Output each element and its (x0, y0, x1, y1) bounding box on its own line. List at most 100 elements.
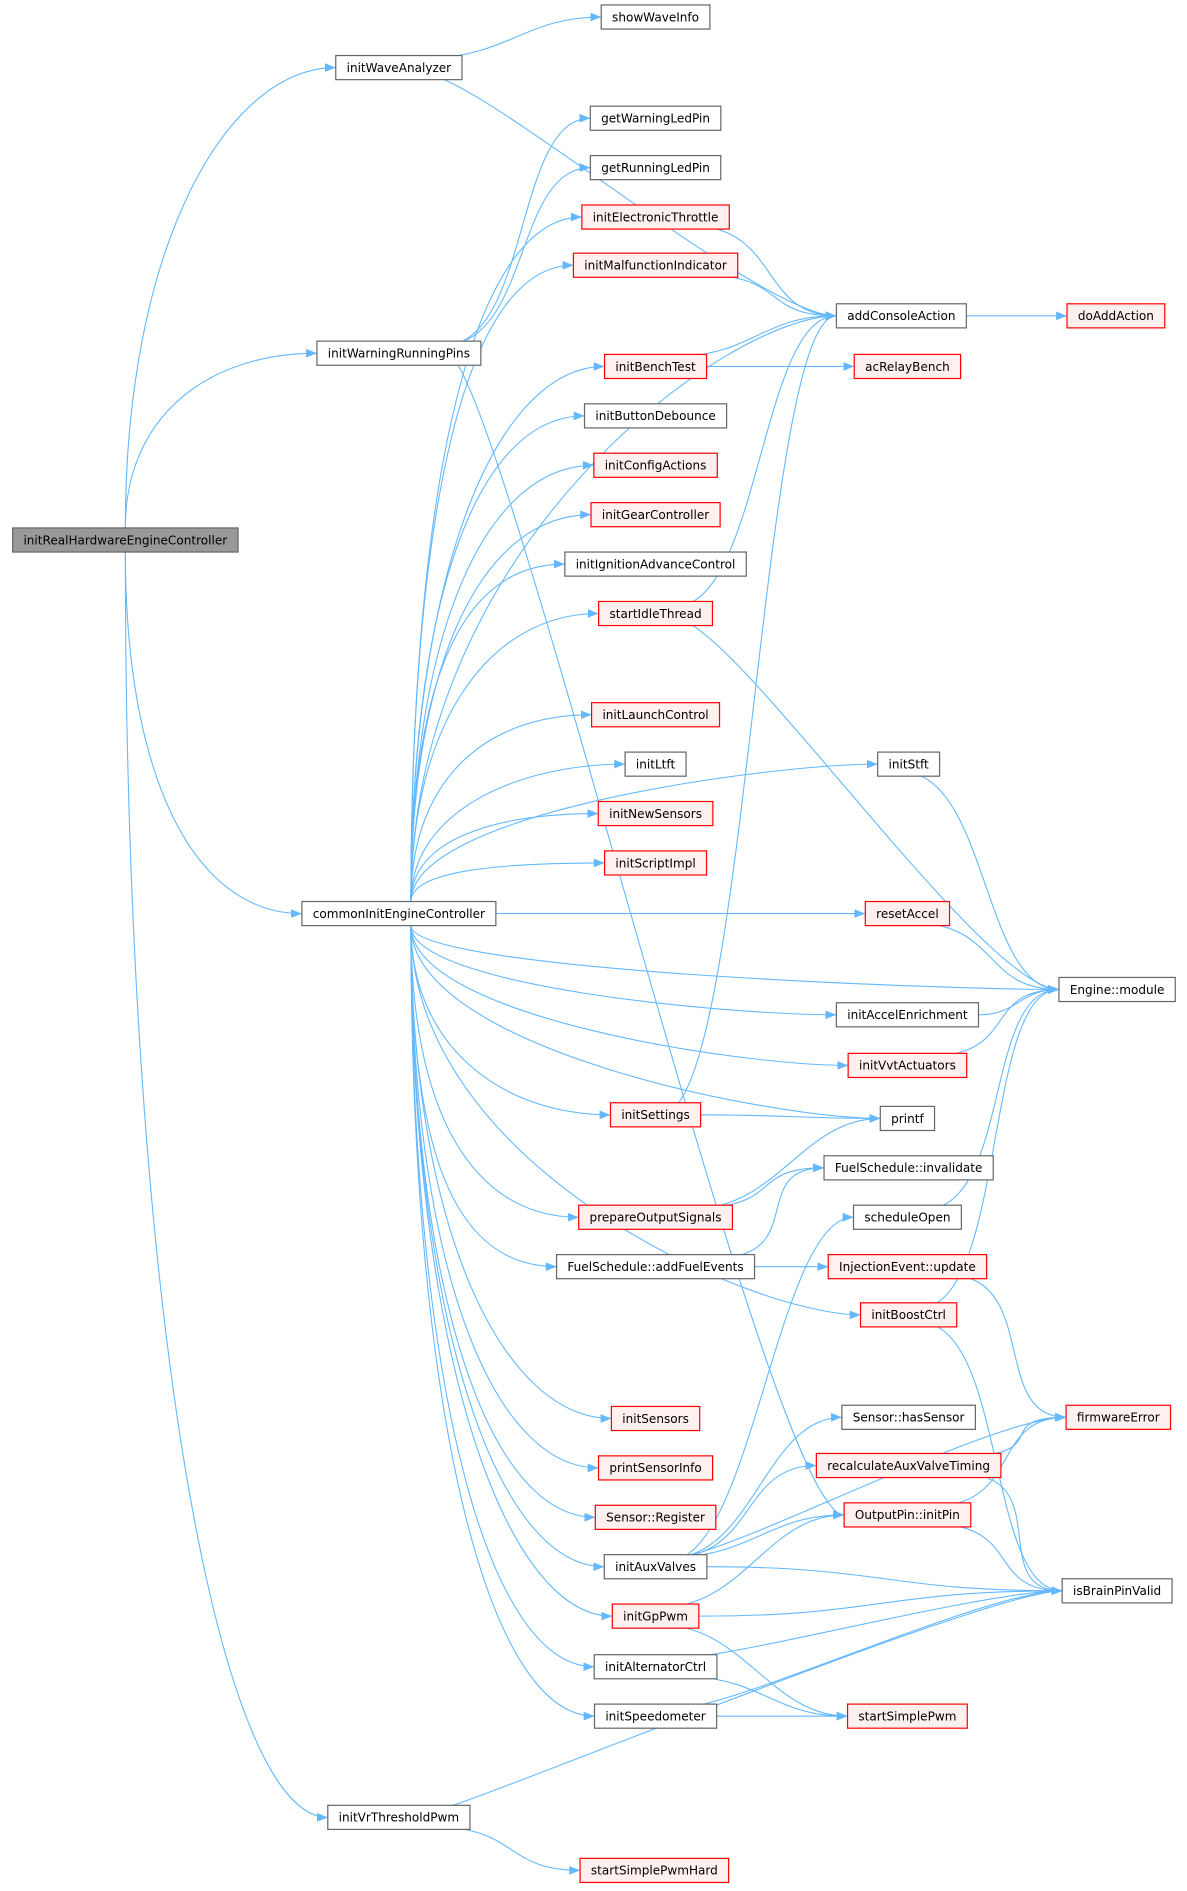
node-get-running-led-pin[interactable]: getRunningLedPin (589, 154, 722, 181)
nodes-layer: initRealHardwareEngineController initWave… (12, 4, 1176, 1884)
node-init-ltft[interactable]: initLtft (624, 751, 687, 777)
node-label: resetAccel (876, 907, 939, 921)
edge-init-gp-pwm-to-start-simple-pwm (674, 1625, 848, 1721)
node-box (581, 204, 730, 230)
node-box (578, 1204, 734, 1230)
node-label: acRelayBench (865, 360, 950, 374)
edge-schedule-open-to-engine-module (937, 985, 1059, 1209)
node-init-vvt-actuators[interactable]: initVvtActuators (847, 1052, 968, 1079)
node-start-simple-pwm[interactable]: startSimplePwm (846, 1703, 968, 1729)
node-output-pin-init-pin[interactable]: OutputPin::initPin (843, 1502, 972, 1528)
edge-init-bench-test-to-add-console-action (682, 311, 837, 358)
node-init-button-debounce[interactable]: initButtonDebounce (583, 403, 728, 429)
edge-common-init-engine-controller-to-init-gp-pwm (410, 925, 613, 1621)
node-init-accel-enrichment[interactable]: initAccelEnrichment (835, 1002, 980, 1028)
node-prepare-output-signals[interactable]: prepareOutputSignals (578, 1204, 734, 1230)
node-box (590, 702, 721, 728)
node-box (611, 1603, 700, 1629)
edge-prepare-output-signals-to-fuel-schedule-invalidate (708, 1163, 825, 1209)
node-label: initIgnitionAdvanceControl (576, 557, 736, 571)
node-label: initSettings (621, 1108, 689, 1122)
node-add-console-action[interactable]: addConsoleAction (835, 303, 967, 329)
node-box (827, 1253, 988, 1280)
node-init-wave-analyzer[interactable]: initWaveAnalyzer (335, 54, 463, 81)
node-box (598, 600, 714, 627)
node-init-vr-threshold-pwm[interactable]: initVrThresholdPwm (327, 1804, 471, 1831)
edge-common-init-engine-controller-to-init-ltft (410, 759, 626, 902)
node-label: Engine::module (1070, 983, 1165, 997)
node-label: recalculateAuxValveTiming (827, 1459, 990, 1473)
node-firmware-error[interactable]: firmwareError (1065, 1404, 1172, 1430)
node-init-warning-running-pins[interactable]: initWarningRunningPins (316, 340, 482, 366)
node-box (603, 1554, 708, 1580)
node-label: initWaveAnalyzer (347, 61, 452, 75)
node-init-boost-ctrl[interactable]: initBoostCtrl (859, 1302, 958, 1328)
node-init-config-actions[interactable]: initConfigActions (593, 452, 718, 478)
edge-init-real-hardware-engine-controller-to-init-vr-threshold-pwm (124, 552, 328, 1822)
node-label: initVrThresholdPwm (339, 1811, 459, 1825)
node-init-launch-control[interactable]: initLaunchControl (590, 702, 721, 728)
node-box (593, 1703, 718, 1729)
node-box (1065, 1404, 1172, 1430)
node-init-ignition-advance-control[interactable]: initIgnitionAdvanceControl (564, 551, 747, 577)
node-fuel-schedule-add-fuel-events[interactable]: FuelSchedule::addFuelEvents (555, 1253, 756, 1280)
node-init-new-sensors[interactable]: initNewSensors (597, 800, 714, 827)
edge-init-real-hardware-engine-controller-to-init-warning-running-pins (124, 348, 317, 528)
node-label: initMalfunctionIndicator (584, 259, 727, 273)
node-box (846, 1703, 968, 1729)
node-label: initRealHardwareEngineController (23, 533, 227, 547)
node-label: FuelSchedule::invalidate (835, 1161, 983, 1175)
node-fuel-schedule-invalidate[interactable]: FuelSchedule::invalidate (823, 1155, 994, 1181)
node-init-sensors[interactable]: initSensors (610, 1405, 701, 1432)
node-reset-accel[interactable]: resetAccel (864, 900, 951, 927)
node-init-electronic-throttle[interactable]: initElectronicThrottle (581, 204, 730, 230)
node-start-simple-pwm-hard[interactable]: startSimplePwmHard (579, 1857, 730, 1884)
node-init-settings[interactable]: initSettings (609, 1102, 702, 1128)
node-init-aux-valves[interactable]: initAuxValves (603, 1554, 708, 1580)
node-label: initAccelEnrichment (847, 1008, 968, 1022)
node-label: FuelSchedule::addFuelEvents (567, 1260, 743, 1274)
node-box (572, 252, 739, 278)
node-is-brain-pin-valid[interactable]: isBrainPinValid (1061, 1578, 1173, 1604)
edge-common-init-engine-controller-to-init-gear-controller (410, 510, 592, 902)
node-init-speedometer[interactable]: initSpeedometer (593, 1703, 718, 1729)
node-start-idle-thread[interactable]: startIdleThread (598, 600, 714, 627)
node-box (594, 1504, 717, 1530)
edge-common-init-engine-controller-to-init-stft (410, 759, 878, 902)
node-ac-relay-bench[interactable]: acRelayBench (853, 353, 962, 380)
node-init-stft[interactable]: initStft (877, 751, 941, 777)
node-init-script-impl[interactable]: initScriptImpl (603, 850, 708, 876)
node-init-gp-pwm[interactable]: initGpPwm (611, 1603, 700, 1629)
node-show-wave-info[interactable]: showWaveInfo (600, 4, 711, 30)
node-engine-module[interactable]: Engine::module (1058, 976, 1176, 1003)
edge-fuel-schedule-add-fuel-events-to-fuel-schedule-invalidate (730, 1163, 825, 1258)
node-box (853, 353, 962, 380)
node-injection-event-update[interactable]: InjectionEvent::update (827, 1253, 988, 1280)
node-sensor-has-sensor[interactable]: Sensor::hasSensor (841, 1404, 976, 1430)
node-schedule-open[interactable]: scheduleOpen (852, 1204, 962, 1230)
node-init-malfunction-indicator[interactable]: initMalfunctionIndicator (572, 252, 739, 278)
node-init-bench-test[interactable]: initBenchTest (603, 353, 708, 380)
node-box (603, 850, 708, 876)
node-box (879, 1105, 936, 1132)
node-common-init-engine-controller[interactable]: commonInitEngineController (301, 900, 497, 927)
node-label: initStft (889, 757, 929, 771)
node-printf[interactable]: printf (879, 1105, 936, 1132)
node-print-sensor-info[interactable]: printSensorInfo (597, 1455, 714, 1481)
node-box (327, 1804, 471, 1831)
node-get-warning-led-pin[interactable]: getWarningLedPin (589, 105, 722, 131)
node-init-alternator-ctrl[interactable]: initAlternatorCtrl (593, 1654, 718, 1680)
node-label: initGearController (602, 508, 709, 522)
node-label: commonInitEngineController (313, 907, 485, 921)
node-box (609, 1102, 702, 1128)
edge-init-accel-enrichment-to-engine-module (978, 985, 1059, 1016)
node-do-add-action[interactable]: doAddAction (1066, 303, 1166, 329)
node-init-real-hardware-engine-controller[interactable]: initRealHardwareEngineController (12, 527, 239, 553)
node-label: getWarningLedPin (601, 112, 710, 126)
node-init-gear-controller[interactable]: initGearController (590, 502, 721, 528)
node-recalculate-aux-valve-timing[interactable]: recalculateAuxValveTiming (815, 1452, 1002, 1479)
node-box (590, 502, 721, 528)
node-sensor-register[interactable]: Sensor::Register (594, 1504, 717, 1530)
node-box (593, 1654, 718, 1680)
node-box (589, 154, 722, 181)
